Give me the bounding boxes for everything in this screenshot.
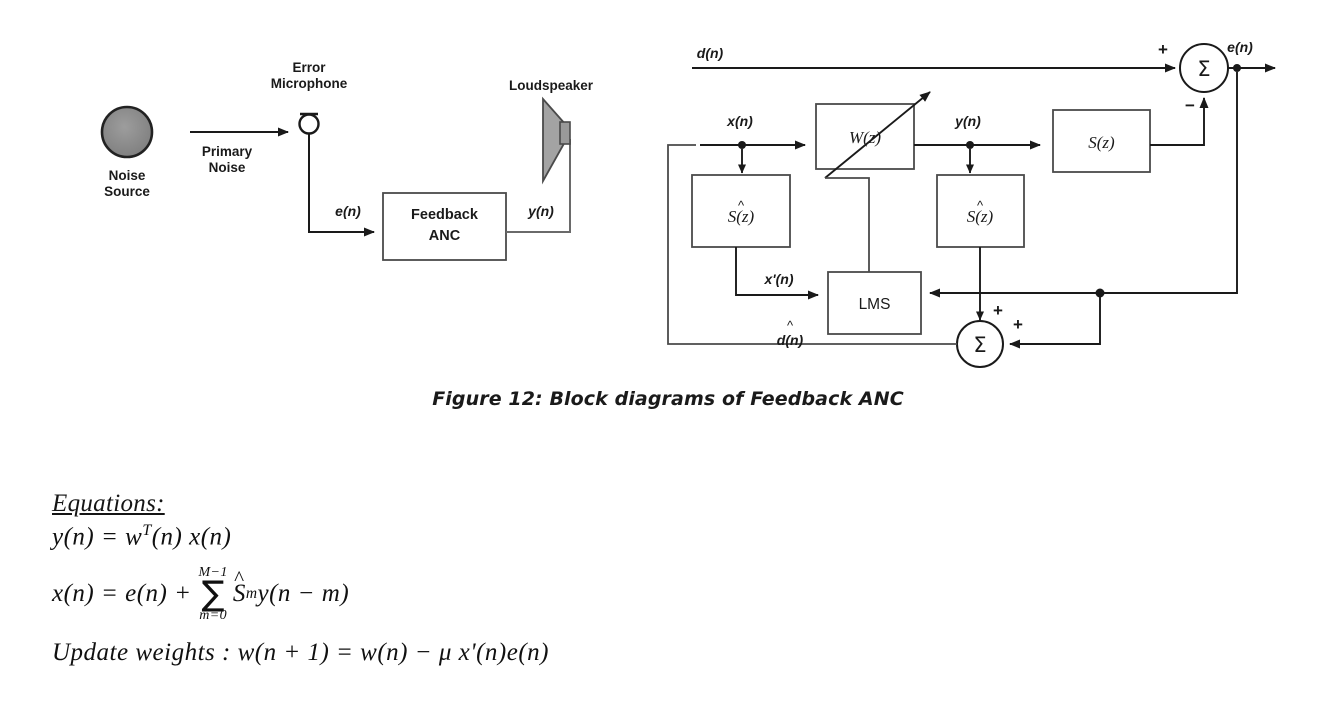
control-output-junction-dot [966,141,974,149]
eq2-sum-symbol: ∑ [201,574,225,615]
secondary-path-estimate-hat-right: ^ [977,198,984,213]
equation-output-signal: y(n) = wT(n) x(n) [52,522,952,551]
eq2-summation: M−1 ∑ m=0 [199,566,228,623]
eq2-sum-upper-limit: M−1 [198,565,228,581]
primary-noise-label-line2: Noise [209,160,246,175]
control-output-label: y(n) [527,203,554,219]
output-sum-symbol: Σ [1197,57,1210,81]
feedback-anc-label-line2: ANC [429,228,461,244]
error-microphone-icon [298,112,320,135]
control-output-path [506,139,571,233]
filtered-reference-label: x'(n) [764,271,794,287]
estimated-disturbance-label: d(n) [777,332,804,348]
feedback-anc-label-line1: Feedback [411,207,479,223]
secondary-path-estimate-label-right: S(z) [967,207,994,226]
estimate-sum-plus-top: + [993,301,1003,320]
equations-section: Equations: y(n) = wT(n) x(n) x(n) = e(n)… [52,490,952,667]
eq1-weight: w [125,523,143,551]
control-filter-block [815,103,915,170]
eq1-equals: = [101,523,119,551]
figure-caption: Figure 12: Block diagrams of Feedback AN… [432,388,904,410]
estimated-disturbance-feedback-path [667,144,957,345]
figure-svg: Noise Source Primary Noise Error Microph… [100,39,1276,368]
lms-label: LMS [859,296,891,313]
output-sum-plus-sign: + [1158,40,1168,59]
secondary-path-output-to-sum [1150,97,1209,146]
eq2-s-hat-mark: ^ [234,565,245,590]
error-microphone-label-line2: Microphone [271,76,348,91]
error-junction-dot [1233,64,1241,72]
eq1-reference: x(n) [189,523,232,551]
control-output-label-right: y(n) [954,113,981,129]
estimate-sum-plus-right: + [1013,315,1023,334]
eq2-error-term: e(n) [125,579,168,607]
left-diagram-physical-layout: Noise Source Primary Noise Error Microph… [100,60,594,261]
eq3-label: Update weights : [52,638,231,666]
error-feedback-path [1104,72,1238,294]
loudspeaker-magnet-icon [559,121,571,145]
control-filter-label: W(z) [849,128,881,147]
primary-noise-label-line1: Primary [202,144,253,159]
equation-weight-update: Update weights : w(n + 1) = w(n) − μ x'(… [52,639,952,667]
lms-block [827,271,922,335]
noise-source-label-line2: Source [104,184,150,199]
eq1-lhs: y(n) [52,523,95,551]
disturbance-label: d(n) [697,45,724,61]
eq2-equals: = [101,579,119,607]
secondary-path-estimate-hat-left: ^ [738,198,745,213]
secondary-path-block [1052,109,1151,173]
eq1-transpose: T [142,522,152,539]
eq2-tail: y(n − m) [257,579,350,607]
adaptation-tap-path [825,177,870,272]
loudspeaker-label: Loudspeaker [509,78,594,93]
secondary-path-estimate-label-left: S(z) [728,207,755,226]
noise-source-label-line1: Noise [109,168,146,183]
estimate-sum-symbol: Σ [973,333,986,357]
filtered-reference-path [735,247,819,300]
eq2-lhs: x(n) [52,579,95,607]
output-sum-minus-sign: − [1185,96,1195,115]
equations-title: Equations: [52,490,165,517]
adaptation-arrow-icon [824,91,931,179]
eq1-arg: (n) [151,523,183,551]
error-signal-label: e(n) [335,203,361,219]
error-label: e(n) [1227,39,1253,55]
eq3-body: w(n + 1) = w(n) − μ x'(n)e(n) [237,638,549,666]
eq2-sum-lower-limit: m=0 [199,607,228,623]
right-diagram-signal-flow: d(n) Σ + − e(n) x(n) W(z) [667,39,1276,368]
eq2-s-hat-base: S [232,579,246,607]
secondary-path-estimate-block-left [691,174,791,248]
estimated-disturbance-hat: ^ [787,318,794,333]
noise-source-icon [100,105,154,159]
eq2-s-index: m [245,584,258,602]
error-feedback-to-sum-path [1009,293,1101,349]
eq2-plus: + [174,579,192,607]
reference-junction-dot [738,141,746,149]
eq2-s-hat: ^S [232,566,246,608]
reference-label: x(n) [726,113,753,129]
error-signal-path [308,134,375,237]
secondary-path-label: S(z) [1088,133,1115,152]
error-microphone-label-line1: Error [292,60,326,75]
feedback-anc-block [382,192,507,261]
figure-block-diagrams: Noise Source Primary Noise Error Microph… [100,39,1276,368]
